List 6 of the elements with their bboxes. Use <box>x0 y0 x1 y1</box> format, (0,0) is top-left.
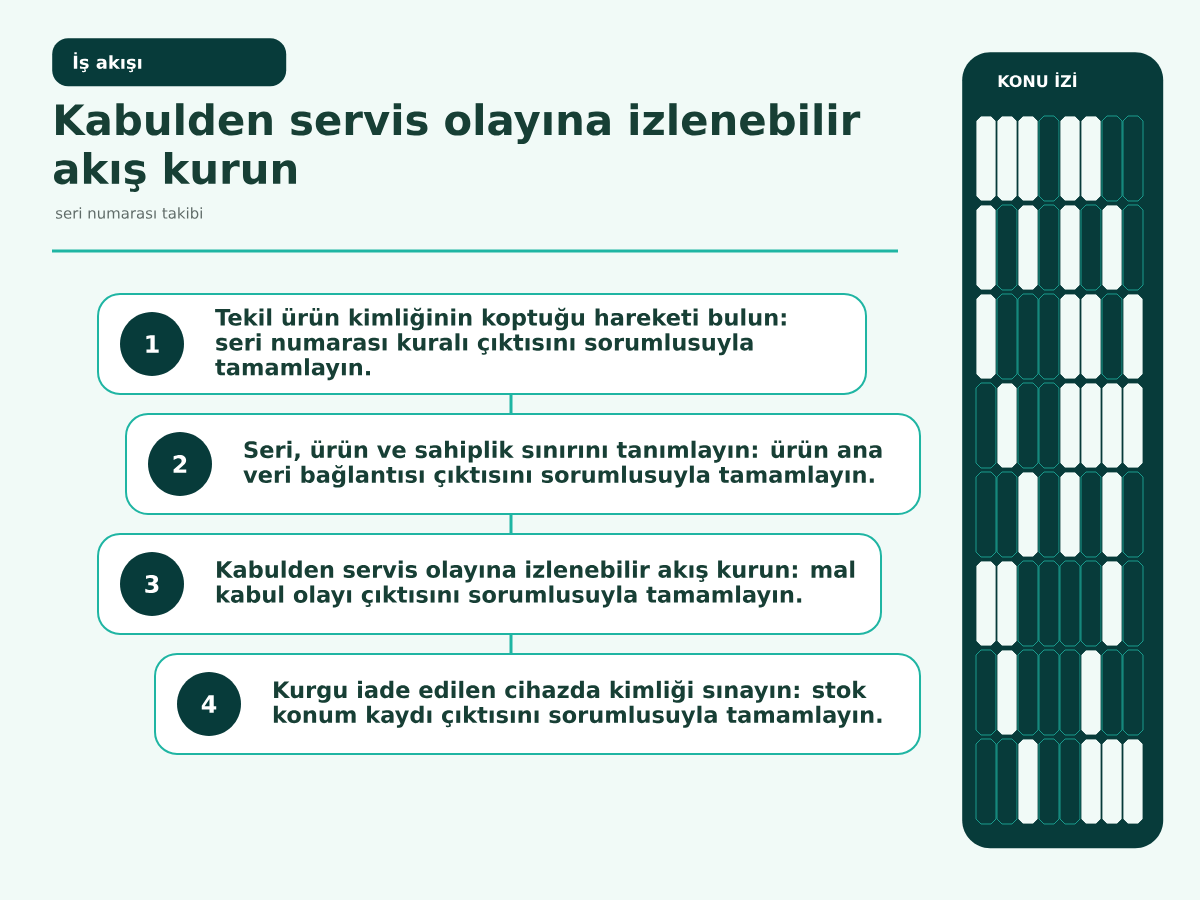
connector-line <box>509 395 513 413</box>
connector-line <box>509 635 513 653</box>
connector-line <box>509 515 513 533</box>
subtitle: seri numarası takibi <box>56 207 202 219</box>
title: Kabulden servis olayına izlenebilir akış kurun <box>54 103 861 192</box>
tag-pill: İş akışı <box>52 38 287 87</box>
